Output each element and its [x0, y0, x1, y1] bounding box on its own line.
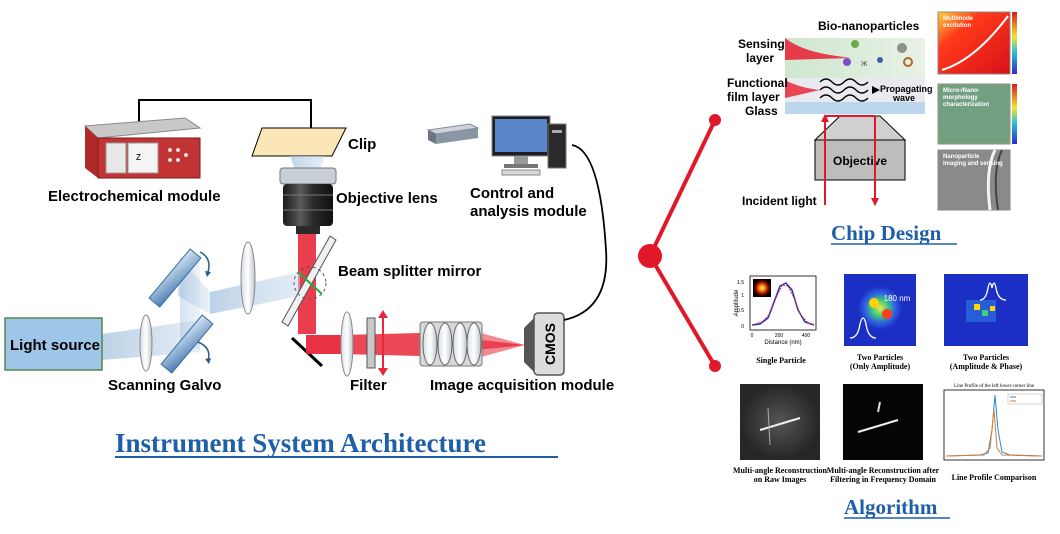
chip-prop-1: Propagating [880, 84, 933, 94]
inset2-line3: characterization [943, 102, 989, 108]
svg-text:Z: Z [136, 153, 141, 162]
profile-title: Line Profile of the left lower corner li… [954, 384, 1035, 389]
mini-xlabel: Distance (nm) [764, 340, 801, 346]
chip-design-title[interactable]: Chip Design [831, 221, 942, 245]
mini-ytick-3: 0 [741, 324, 744, 330]
two-particles-amp-phase [944, 274, 1028, 346]
inset-nanoparticle: Nanoparticle imaging and sensing [937, 149, 1011, 211]
beam-splitter-label: Beam splitter mirror [338, 263, 482, 280]
image-acq-label: Image acquisition module [430, 377, 614, 394]
mini-xtick-2: 400 [802, 333, 811, 339]
chip-glass-label: Glass [745, 104, 778, 118]
raw-caption-1: Multi-angle Reconstruction [733, 466, 828, 475]
clip-label: Clip [348, 136, 376, 153]
single-particle-plot: 1.5 1 0.5 0 0 200 400 Distance (nm) Ampl… [734, 275, 817, 346]
objective-lens[interactable] [279, 167, 337, 234]
mini-ytick-1: 1 [741, 293, 744, 299]
inset-multimode: Multimode excitation [937, 11, 1017, 75]
mini-ytick-0: 1.5 [737, 280, 744, 286]
two-phase-caption-1: Two Particles [963, 353, 1009, 362]
light-source-label: Light source [10, 337, 100, 354]
profile-caption: Line Profile Comparison [952, 473, 1037, 482]
multi-angle-filtered [843, 384, 923, 460]
inset3-line2: imaging and sensing [943, 161, 1003, 167]
algorithm-panel: 1.5 1 0.5 0 0 200 400 Distance (nm) Ampl… [733, 274, 1045, 519]
electrochemical-label: Electrochemical module [48, 188, 221, 205]
chip-sensing-1: Sensing [738, 37, 785, 51]
light-source-box[interactable] [4, 317, 103, 371]
mini-ylabel: Amplitude [734, 289, 740, 316]
electrochemical-module[interactable]: Z [83, 117, 202, 179]
mini-xtick-1: 200 [775, 333, 784, 339]
nm-label: 180 nm [884, 294, 911, 303]
chip-bio-label: Bio-nanoparticles [818, 19, 920, 33]
instrument-system: Z Electrochemical module Clip Objective … [4, 99, 614, 458]
two-phase-caption-2: (Amplitude & Phase) [950, 362, 1023, 371]
algorithm-title[interactable]: Algorithm [844, 495, 938, 519]
single-caption: Single Particle [756, 356, 806, 365]
control-label-line1: Control and [470, 185, 554, 202]
image-acquisition-module[interactable] [419, 321, 483, 367]
mini-xtick-0: 0 [751, 333, 754, 339]
filt-caption-1: Multi-angle Reconstruction after [827, 466, 940, 475]
inset2-line1: Micro-/Nano- [943, 88, 980, 94]
two-amp-caption-1: Two Particles [857, 353, 903, 362]
control-computer[interactable] [426, 115, 567, 176]
filter[interactable] [366, 317, 376, 369]
scan-lens [240, 241, 256, 315]
inset2-line2: morphology [943, 95, 978, 101]
chip-incident-label: Incident light [742, 194, 817, 208]
electrochem-wire [138, 99, 312, 128]
two-amp-caption-2: (Only Amplitude) [850, 362, 911, 371]
connector-hub [638, 244, 662, 268]
filt-caption-2: Filtering in Frequency Domain [830, 475, 936, 484]
inset3-line1: Nanoparticle [943, 154, 980, 160]
connector [638, 114, 721, 372]
objective-lens-label: Objective lens [336, 190, 438, 207]
cmos-cable [563, 144, 608, 321]
cmos-label: CMOS [542, 323, 558, 365]
collimating-lens [139, 314, 153, 372]
control-label-line2: analysis module [470, 203, 587, 220]
two-particles-amplitude: 180 nm [844, 274, 916, 346]
scanning-galvo[interactable] [148, 248, 214, 374]
cmos-camera[interactable]: CMOS [524, 312, 565, 376]
inset-morphology: Micro-/Nano- morphology characterization [937, 83, 1017, 145]
multi-angle-raw [740, 384, 820, 460]
inset1-line1: Multimode [943, 16, 974, 22]
tube-lens [340, 311, 354, 377]
chip-functional-2: film layer [727, 90, 780, 104]
chip-sensing-2: layer [746, 51, 774, 65]
mini-ytick-2: 0.5 [737, 308, 744, 314]
filter-label: Filter [350, 377, 387, 394]
raw-caption-2: on Raw Images [754, 475, 806, 484]
scanning-galvo-label: Scanning Galvo [108, 377, 221, 394]
inset1-line2: excitation [943, 23, 971, 29]
chip-objective-label: Objective [833, 154, 887, 168]
svg-text:Ж: Ж [861, 61, 868, 68]
chip-prop-2: wave [892, 93, 915, 103]
line-profile-plot: Line Profile of the left lower corner li… [943, 384, 1045, 461]
chip-design-panel: Ж Objective Bio-nanoparticles Sensing la… [727, 11, 1017, 245]
clip-plate[interactable] [251, 127, 347, 157]
chip-functional-1: Functional [727, 76, 788, 90]
main-title[interactable]: Instrument System Architecture [115, 428, 486, 458]
